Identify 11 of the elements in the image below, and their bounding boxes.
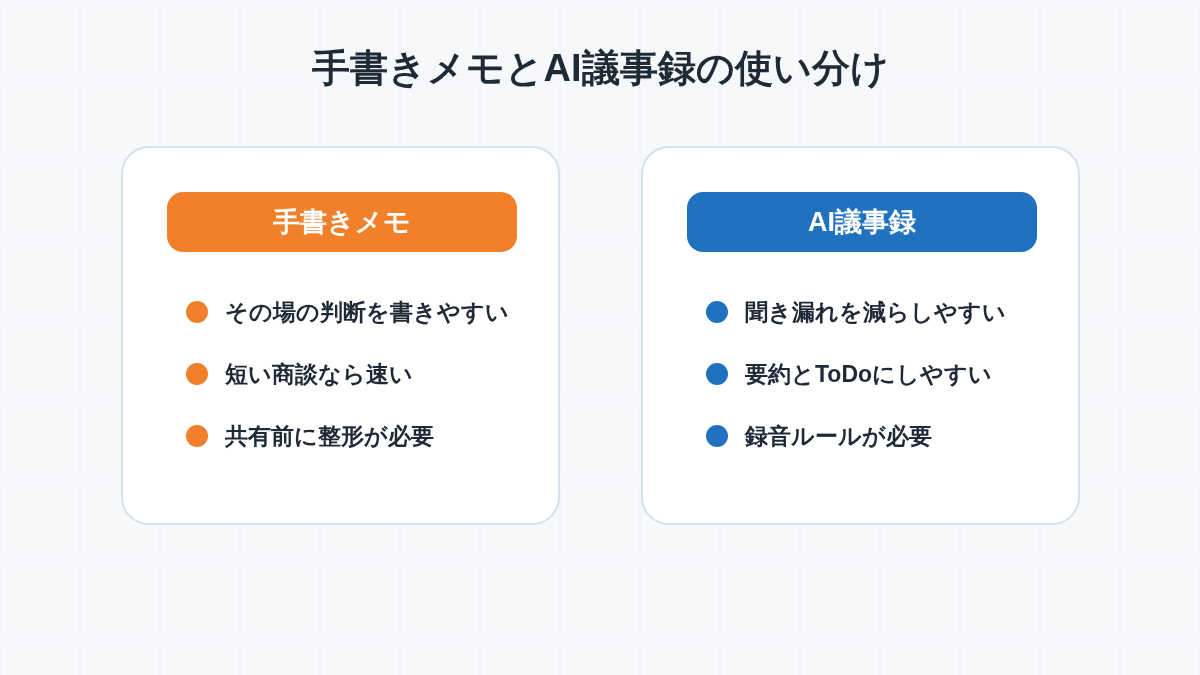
heading-pill: 手書きメモ	[167, 192, 517, 252]
bullet-text: 聞き漏れを減らしやすい	[745, 298, 1006, 327]
card	[641, 146, 1080, 525]
bullet-text: 共有前に整形が必要	[225, 422, 434, 451]
bullet-text: その場の判断を書きやすい	[225, 298, 509, 327]
card	[121, 146, 560, 525]
bullet-text: 録音ルールが必要	[745, 422, 932, 451]
bullet-text: 短い商談なら速い	[225, 360, 413, 389]
title: 手書きメモとAI議事録の使い分け	[310, 46, 890, 91]
bullet-text: 要約とToDoにしやすい	[745, 360, 993, 389]
heading-pill: AI議事録	[687, 192, 1037, 252]
